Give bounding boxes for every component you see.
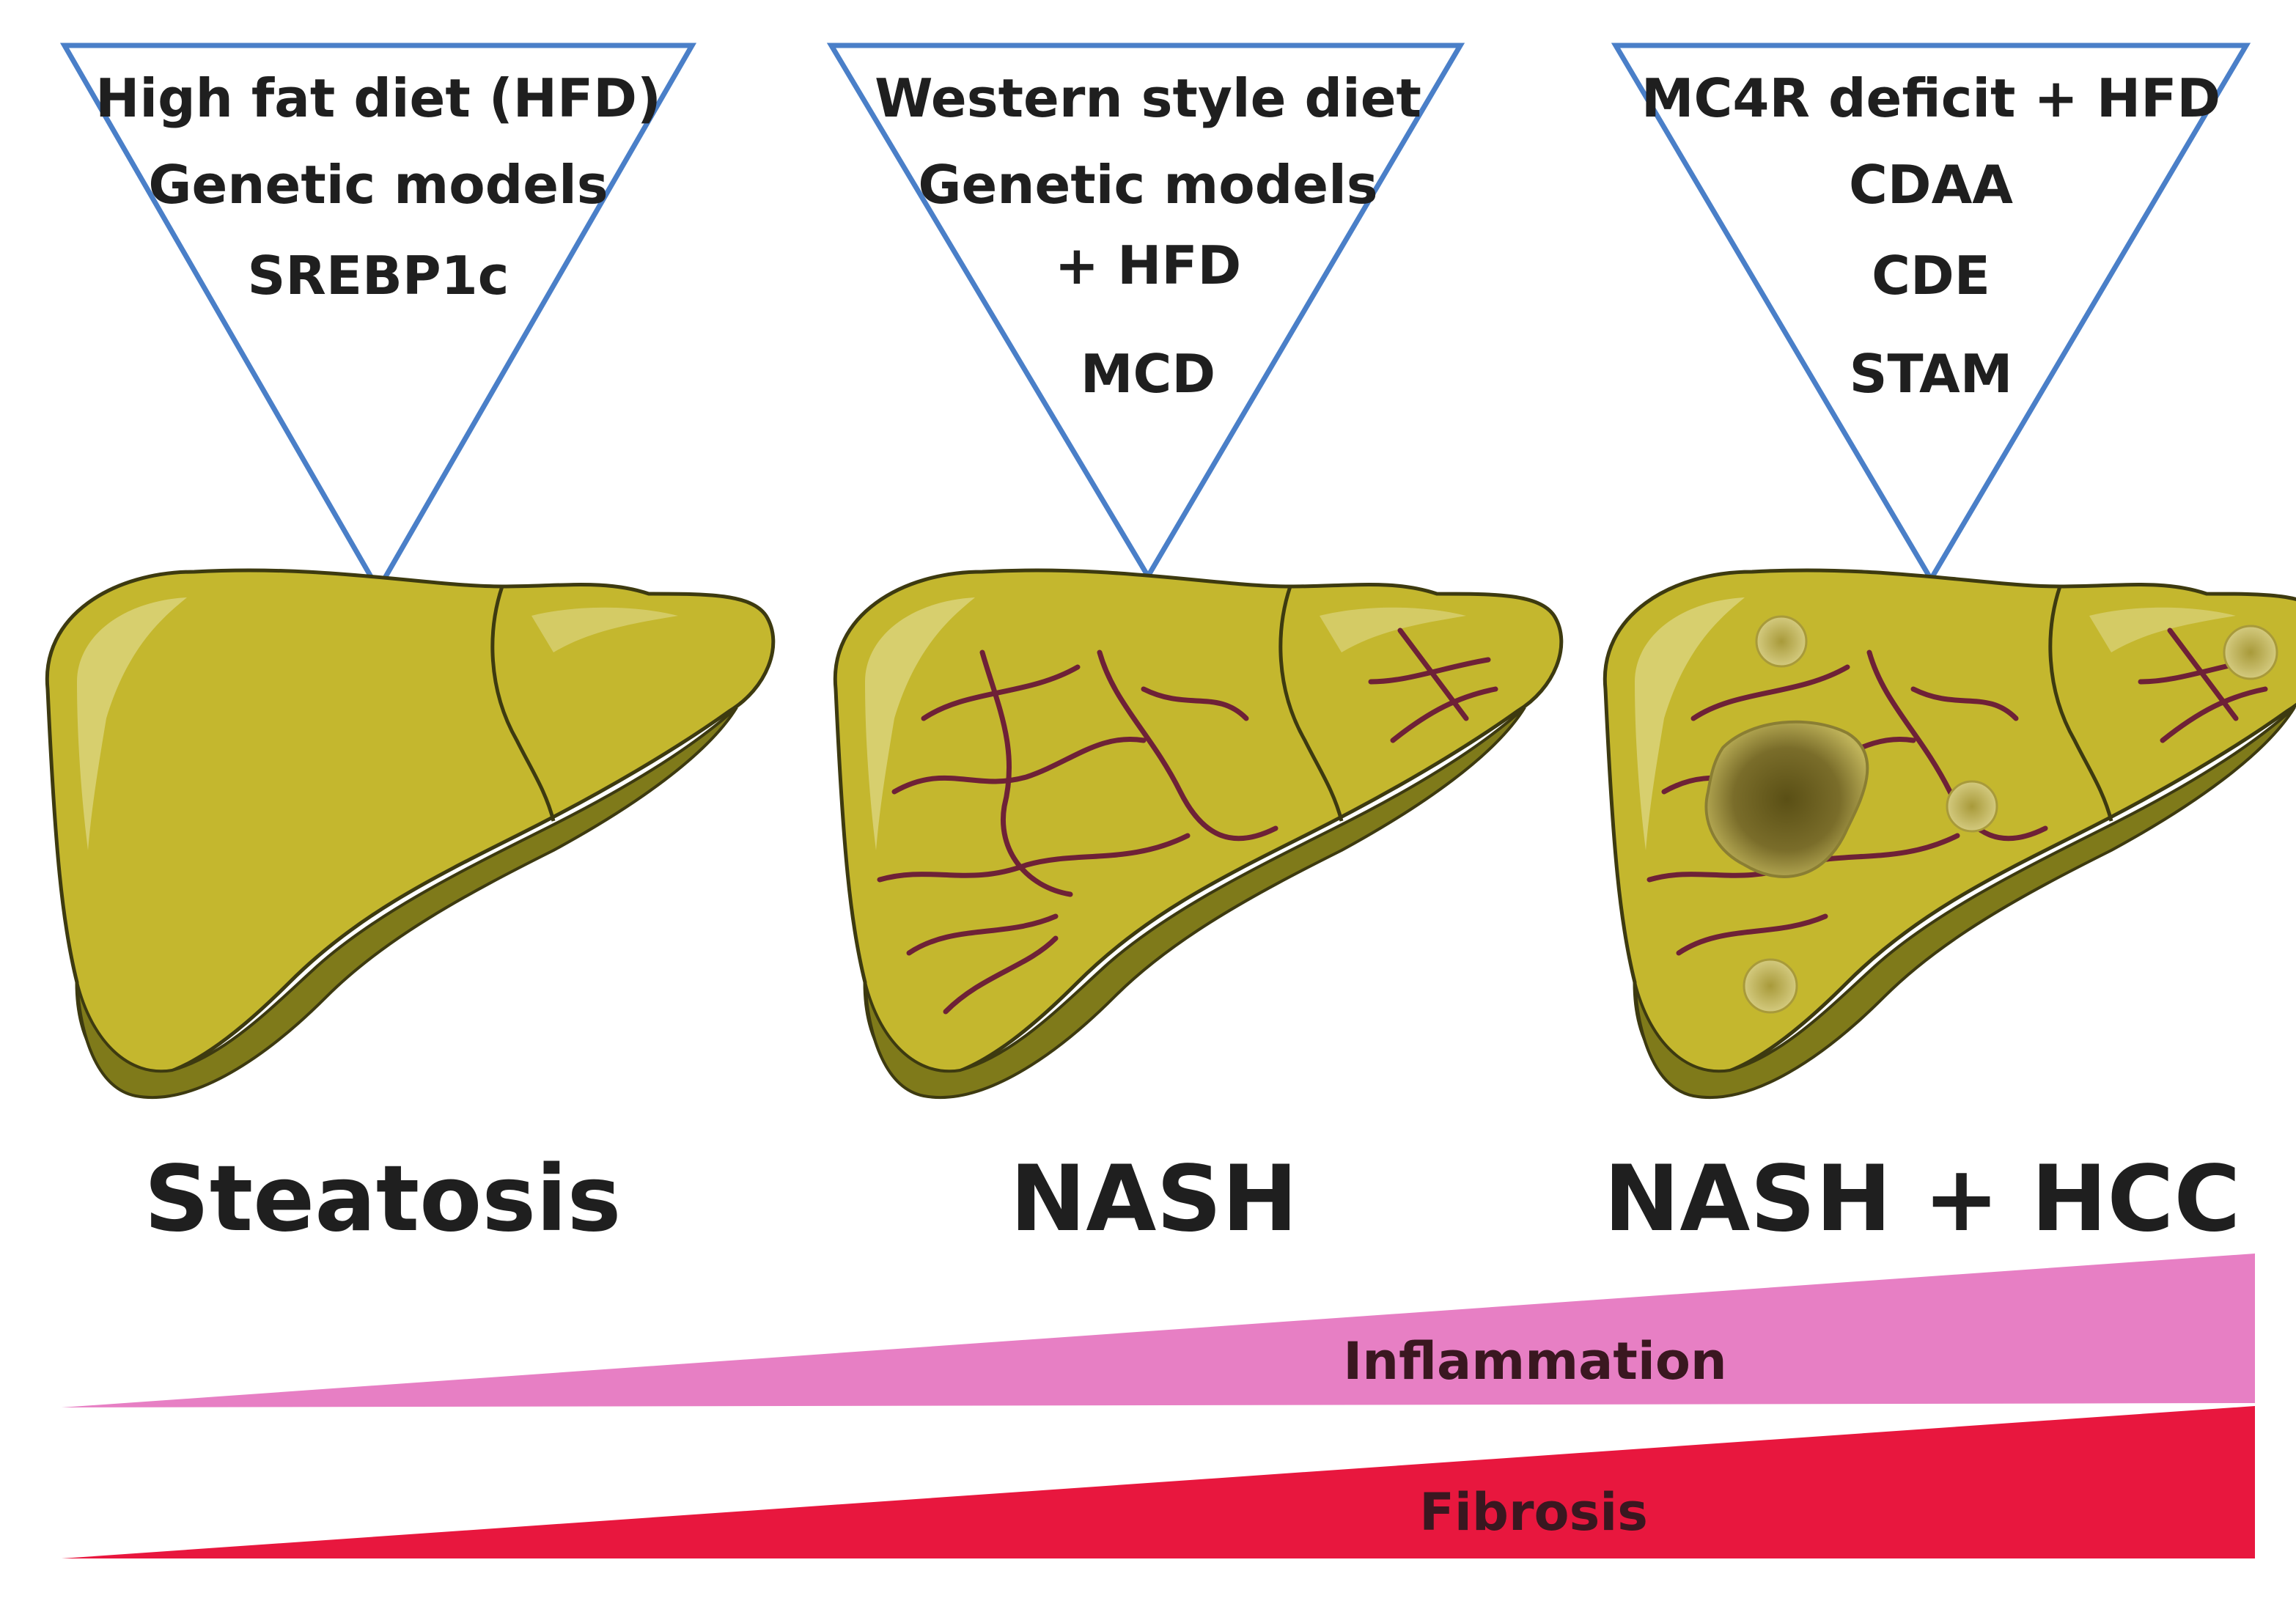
tumor-nodules [1743, 615, 2278, 1014]
model-label: + HFD [1054, 235, 1242, 296]
model-triangle-steatosis [59, 43, 697, 595]
inflammation-wedge [62, 1254, 2255, 1407]
model-label: CDAA [1848, 154, 2014, 216]
fibrotic-vessels [877, 627, 1498, 1015]
model-label: MC4R deficit + HFD [1641, 67, 2221, 129]
model-label: STAM [1849, 343, 2013, 405]
model-label: MCD [1080, 343, 1216, 405]
model-triangle-nash-hcc [1611, 43, 2251, 584]
liver-steatosis [47, 570, 773, 1097]
fibrosis-label: Fibrosis [1419, 1482, 1648, 1542]
liver-nash [835, 570, 1561, 1097]
liver-nash-hcc [1605, 570, 2296, 1097]
fibrosis-wedge [62, 1406, 2255, 1558]
inflammation-label: Inflammation [1343, 1331, 1727, 1391]
stage-label-nash: NASH [1009, 1147, 1298, 1252]
stage-label-nash-hcc: NASH + HCC [1603, 1147, 2241, 1252]
stage-label-steatosis: Steatosis [144, 1147, 622, 1252]
model-label: CDE [1872, 245, 1990, 306]
model-label: High fat diet (HFD) [95, 67, 661, 129]
tumor-mass [1704, 720, 1869, 878]
model-triangle-nash [826, 43, 1465, 581]
model-label: Genetic models [918, 154, 1378, 216]
model-label: Western style diet [875, 67, 1421, 129]
model-label: SREBP1c [247, 245, 509, 306]
model-label: Genetic models [148, 154, 608, 216]
